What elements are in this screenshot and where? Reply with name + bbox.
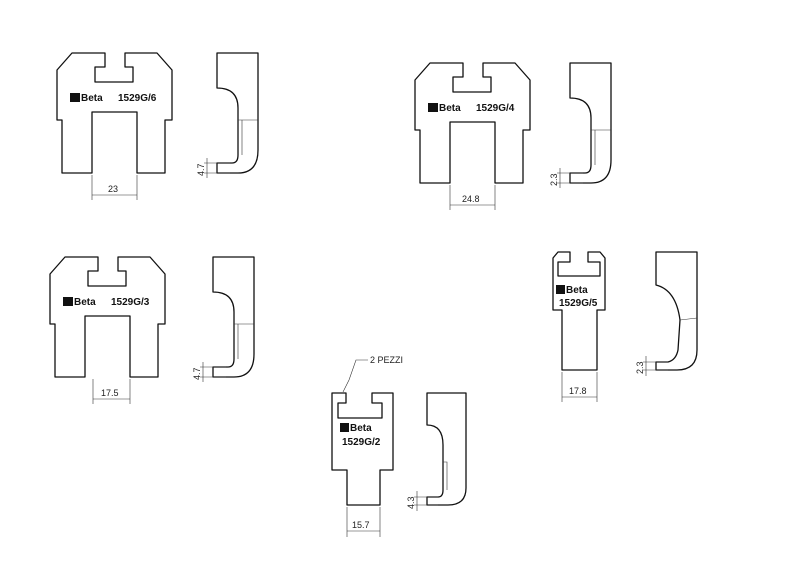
part-code: 1529G/6: [118, 93, 157, 104]
side-view: [655, 251, 698, 371]
logo-text: Beta: [74, 297, 96, 308]
front-view: [56, 52, 173, 174]
part-code: 1529G/5: [559, 298, 598, 309]
front-view: [49, 256, 166, 378]
height-dimension: 4.7: [196, 163, 206, 176]
part-code: 1529G/2: [342, 437, 381, 448]
part-1529g-5: Beta 1529G/5 17.8 2.3: [552, 251, 698, 402]
logo-text: Beta: [350, 423, 372, 434]
part-1529g-2: 2 PEZZI Beta 1529G/2 15.7 4.3: [331, 355, 467, 537]
side-view: [212, 256, 255, 378]
beta-logo-icon: [70, 93, 80, 102]
width-dimension: 17.5: [101, 388, 119, 398]
height-dimension: 2.3: [549, 173, 559, 186]
part-1529g-4: Beta 1529G/4 24.8 2.3: [414, 62, 612, 210]
logo-text: Beta: [439, 103, 461, 114]
part-code: 1529G/3: [111, 297, 150, 308]
beta-logo-icon: [340, 423, 349, 432]
width-dimension: 24.8: [462, 194, 480, 204]
side-view: [426, 392, 467, 506]
height-dimension: 4.3: [406, 496, 416, 509]
width-dimension: 15.7: [352, 520, 370, 530]
front-view: [414, 62, 531, 184]
logo-text: Beta: [81, 93, 103, 104]
beta-logo-icon: [428, 103, 438, 112]
side-view: [216, 52, 259, 174]
logo-text: Beta: [566, 285, 588, 296]
part-1529g-3: Beta 1529G/3 17.5 4.7: [49, 256, 255, 404]
height-dimension: 2.3: [635, 361, 645, 374]
side-view: [569, 62, 612, 184]
width-dimension: 23: [108, 184, 118, 194]
beta-logo-icon: [556, 285, 565, 294]
part-1529g-6: Beta 1529G/6 23 4.7: [56, 52, 259, 200]
quantity-note: 2 PEZZI: [370, 355, 403, 365]
width-dimension: 17.8: [569, 386, 587, 396]
beta-logo-icon: [63, 297, 73, 306]
front-view: [552, 251, 606, 371]
height-dimension: 4.7: [192, 367, 202, 380]
part-code: 1529G/4: [476, 103, 515, 114]
front-view: [331, 392, 394, 506]
